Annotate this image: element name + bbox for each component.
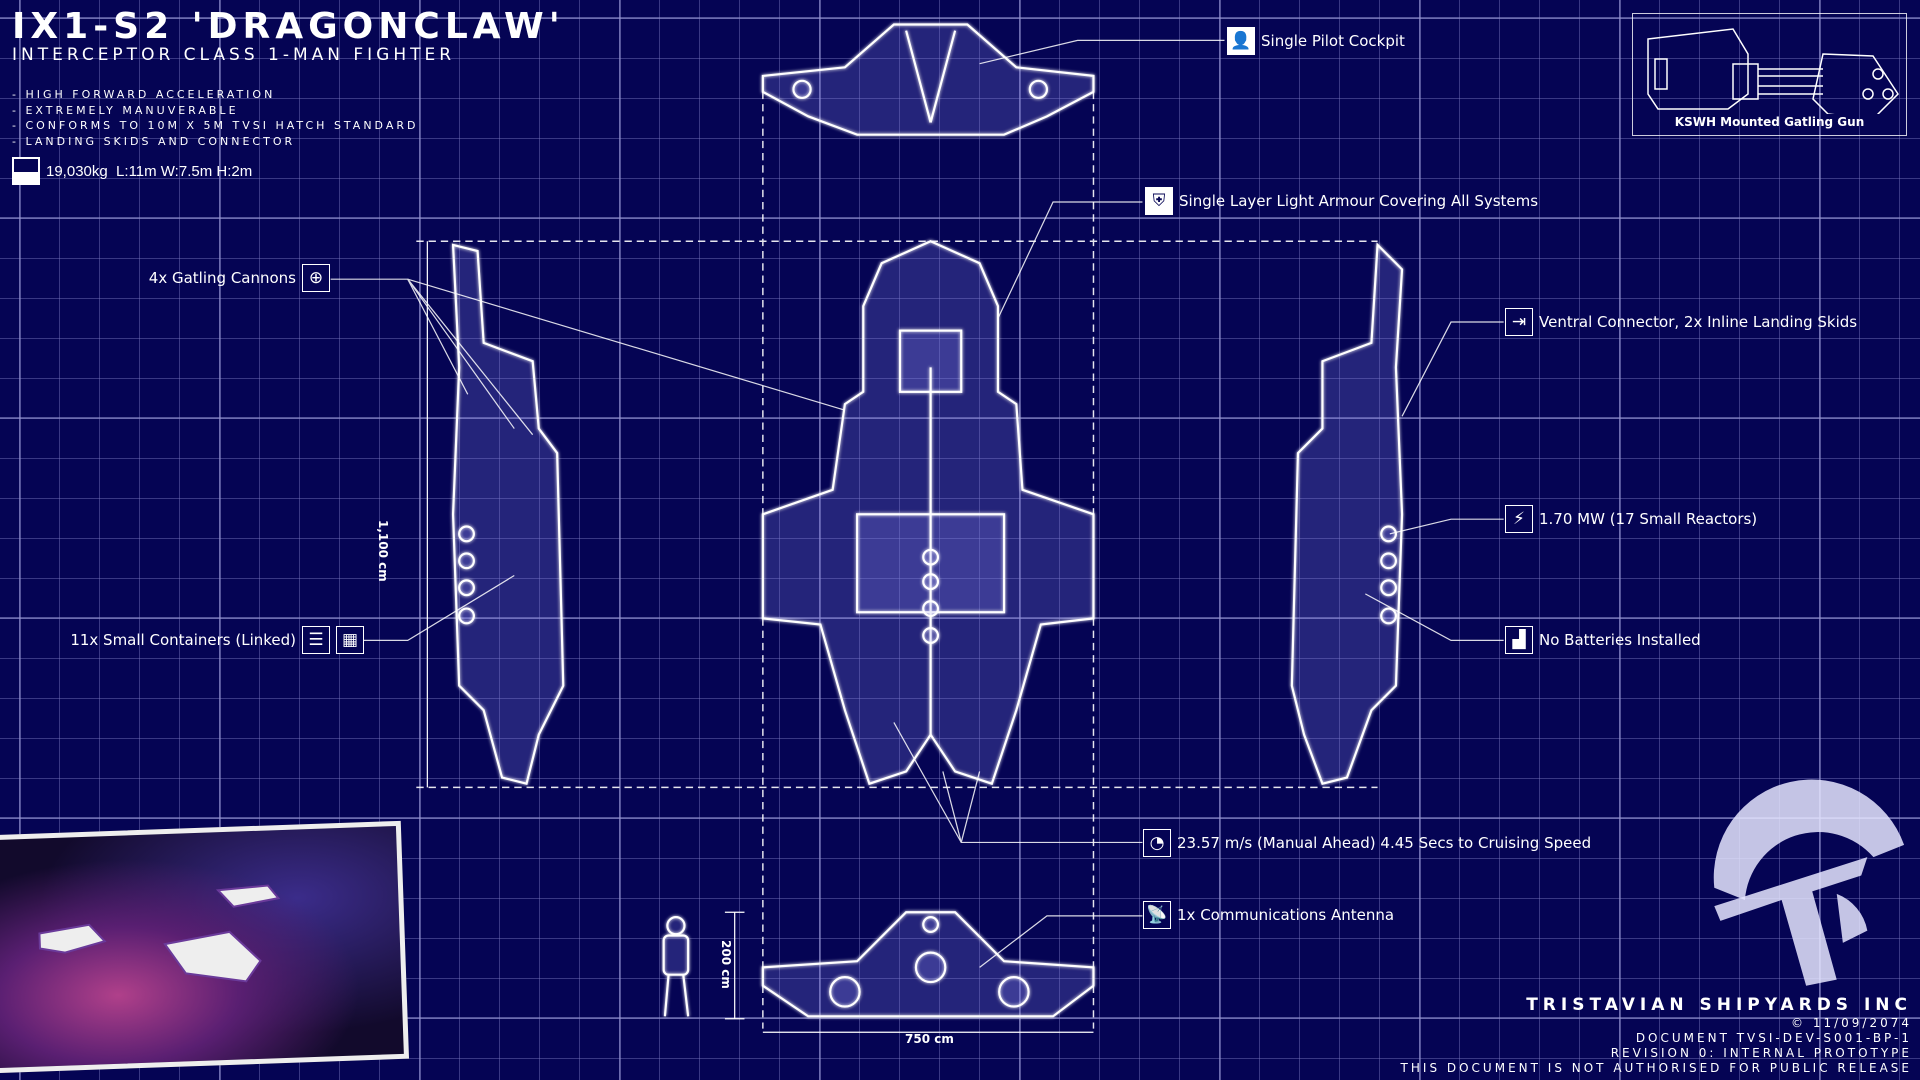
height-dimension: 200 cm [719,940,733,989]
feature-item: - Landing skids and connector [12,134,296,148]
feature-item: - Extremely manuverable [12,103,239,117]
document-revision: Revision 0: Internal Prototype [1610,1046,1912,1060]
ruler-icon [12,157,40,185]
shield-icon: ⛨ [1145,187,1173,215]
release-notice: This document is not authorised for publ… [1400,1061,1912,1075]
dimension-box [416,79,1378,1029]
leader-lines [330,39,1504,968]
label-armour: ⛨ Single Layer Light Armour Covering All … [1145,187,1538,215]
feature-list: - High forward acceleration - Extremely … [12,87,418,149]
label-text: Ventral Connector, 2x Inline Landing Ski… [1539,313,1858,331]
label-power: ⚡ 1.70 MW (17 Small Reactors) [1505,505,1757,533]
container-grid-icon: ▦ [336,626,364,654]
label-text: Single Layer Light Armour Covering All S… [1179,192,1539,210]
feature-item: - High forward acceleration [12,88,276,101]
label-containers: 11x Small Containers (Linked) ☰▦ [70,626,364,654]
tristavian-logo [1713,779,1905,986]
dimension-lines [426,241,1094,1033]
gatling-gun-inset: KSWH Mounted Gatling Gun [1632,13,1907,136]
company-name: Tristavian Shipyards Inc [1526,995,1912,1015]
speedometer-icon: ◔ [1143,829,1171,857]
crosshair-icon: ⊕ [302,264,330,292]
specs-text: 19,030kg L:11m W:7.5m H:2m [46,162,253,180]
battery-bars-icon: ▟ [1505,626,1533,654]
page-subtitle: INTERCEPTOR CLASS 1-MAN FIGHTER [12,45,456,65]
ship-plan-view [761,240,1095,786]
antenna-icon: 📡 [1143,901,1171,929]
ship-front-view [761,911,1095,1018]
label-text: 4x Gatling Cannons [148,269,296,287]
ship-top-view [761,23,1095,136]
label-batteries: ▟ No Batteries Installed [1505,626,1701,654]
document-id: Document TVSI-DEV-S001-BP-1 [1635,1031,1912,1045]
pilot-icon: 👤 [1227,27,1255,55]
astronaut-figure [662,916,690,1017]
container-icon: ☰ [302,626,330,654]
length-dimension: 1,100 cm [376,520,390,582]
connector-icon: ⇥ [1505,308,1533,336]
feature-item: - Conforms to 10m x 5m TVSI hatch standa… [12,119,419,132]
gatling-gun-drawing [1647,28,1899,120]
label-ventral: ⇥ Ventral Connector, 2x Inline Landing Sk… [1505,308,1857,336]
ship-render-photo [0,820,410,1074]
document-date: © 11/09/2074 [1791,1016,1912,1030]
width-dimension: 750 cm [905,1032,954,1046]
ship-side-view-left [451,243,565,786]
label-gatling: 4x Gatling Cannons ⊕ [149,264,330,292]
label-antenna: 📡 1x Communications Antenna [1143,901,1394,929]
label-text: 11x Small Containers (Linked) [70,631,296,649]
label-text: No Batteries Installed [1539,631,1701,649]
label-speed: ◔ 23.57 m/s (Manual Ahead) 4.45 Secs to C… [1143,829,1591,857]
ship-side-view-right [1290,242,1404,785]
label-text: 23.57 m/s (Manual Ahead) 4.45 Secs to Cr… [1177,834,1592,852]
page-title: IX1-S2 'DRAGONCLAW' [12,6,565,47]
label-text: 1x Communications Antenna [1177,906,1395,924]
label-text: Single Pilot Cockpit [1261,32,1405,50]
label-text: 1.70 MW (17 Small Reactors) [1539,510,1758,528]
lightning-icon: ⚡ [1505,505,1533,533]
inset-caption: KSWH Mounted Gatling Gun [1674,115,1865,129]
ships-in-space-image [38,884,281,983]
label-cockpit: 👤 Single Pilot Cockpit [1227,27,1405,55]
specs-row: 19,030kg L:11m W:7.5m H:2m [12,157,252,185]
